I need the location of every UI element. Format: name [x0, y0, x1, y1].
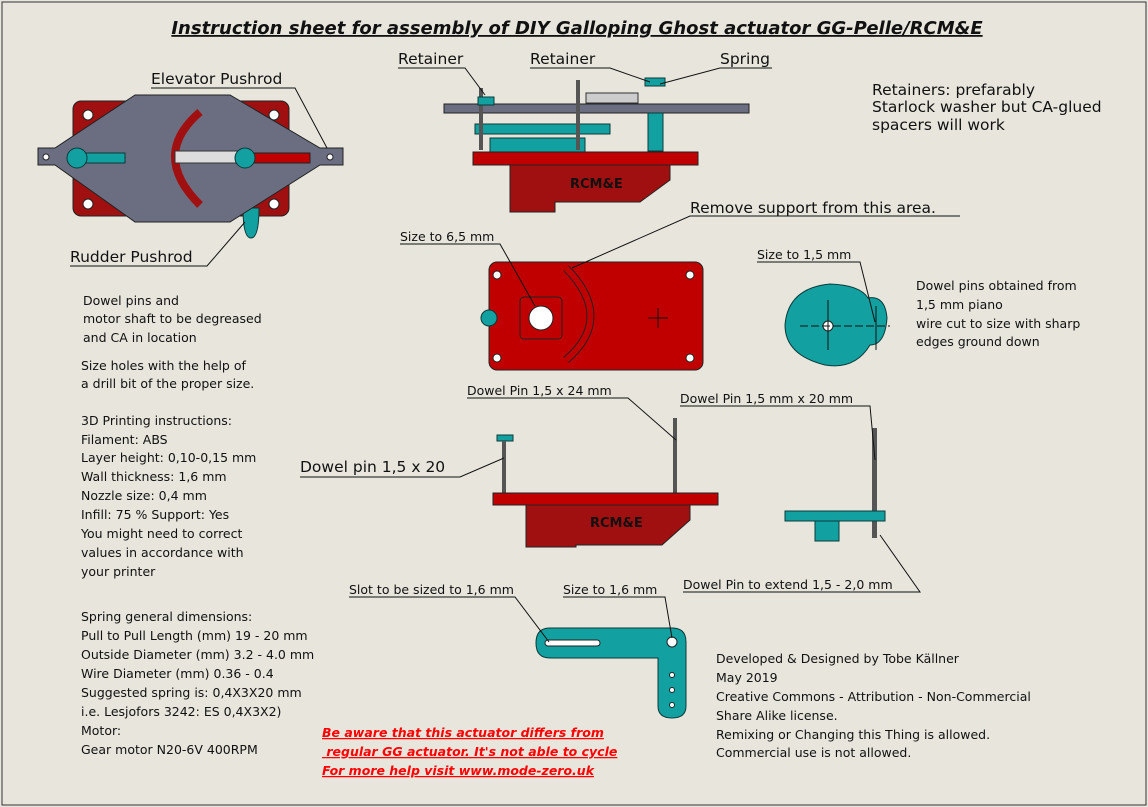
brand-mark-side: RCM&E	[570, 177, 623, 192]
spring-leader	[659, 67, 772, 85]
side-view-assembly: RCM&E	[443, 77, 750, 213]
slot-leader	[349, 596, 550, 643]
credit-line: Creative Commons - Attribution - Non-Com…	[716, 689, 1031, 704]
spring-line: Gear motor N20-6V 400RPM	[81, 742, 258, 757]
warning-line: Be aware that this actuator differs from	[322, 725, 604, 740]
retainers-note-1: Retainers: prefarably	[872, 81, 1035, 99]
dowel-note-3: wire cut to size with sharp	[916, 316, 1080, 331]
remove-support-leader	[571, 215, 960, 269]
size-1-5-label: Size to 1,5 mm	[757, 247, 851, 262]
retainer-leader-1	[398, 67, 486, 96]
spring-line: Motor:	[81, 723, 121, 738]
printing-line: 3D Printing instructions:	[81, 413, 232, 428]
size-1-6-label: Size to 1,6 mm	[563, 582, 657, 597]
printing-line: Infill: 75 % Support: Yes	[81, 507, 229, 522]
note-line: motor shaft to be degreased	[83, 311, 262, 326]
printing-line: Layer height: 0,10-0,15 mm	[81, 450, 256, 465]
dowel-20mm-label: Dowel Pin 1,5 mm x 20 mm	[680, 391, 853, 406]
retainers-note-2: Starlock washer but CA-glued	[872, 98, 1102, 116]
spring-line: Suggested spring is: 0,4X3X20 mm	[81, 685, 302, 700]
degrease-note: Dowel pins and motor shaft to be degreas…	[81, 293, 262, 391]
sheet-title: Instruction sheet for assembly of DIY Ga…	[171, 18, 983, 39]
base-plate	[480, 261, 704, 371]
note-line: Size holes with the help of	[81, 358, 246, 373]
dowel-note-2: 1,5 mm piano	[916, 297, 1003, 312]
note-line: a drill bit of the proper size.	[81, 376, 254, 391]
note-line: and CA in location	[83, 330, 197, 345]
warning-note: Be aware that this actuator differs from…	[322, 725, 617, 778]
credit-line: Share Alike license.	[716, 708, 838, 723]
cam-part	[784, 283, 890, 367]
dowel-note-4: edges ground down	[916, 334, 1040, 349]
spring-dimensions: Spring general dimensions: Pull to Pull …	[81, 609, 314, 757]
elevator-pushrod-label: Elevator Pushrod	[151, 70, 282, 88]
remove-support-label: Remove support from this area.	[690, 199, 936, 217]
credit-line: Developed & Designed by Tobe Källner	[716, 651, 960, 666]
printing-line: your printer	[81, 564, 156, 579]
retainer-label-1: Retainer	[398, 50, 464, 68]
dowel-24-leader	[467, 397, 677, 441]
printing-line: Wall thickness: 1,6 mm	[81, 469, 227, 484]
retainer-leader-2	[530, 67, 651, 83]
size-1-6-leader	[563, 596, 673, 639]
warning-link[interactable]: For more help visit www.mode-zero.uk	[322, 763, 595, 778]
dowel-20-label: Dowel pin 1,5 x 20	[300, 458, 445, 476]
retainer-label-2: Retainer	[530, 50, 596, 68]
size-1-5-leader	[757, 261, 876, 323]
dowel-20mm-leader	[680, 405, 876, 461]
credits: Developed & Designed by Tobe Källner May…	[716, 651, 1031, 760]
printing-line: Nozzle size: 0,4 mm	[81, 488, 207, 503]
size-6-5-label: Size to 6,5 mm	[400, 229, 494, 244]
credit-line: Remixing or Changing this Thing is allow…	[716, 727, 990, 742]
printing-instructions: 3D Printing instructions: Filament: ABS …	[80, 413, 256, 579]
printing-line: Filament: ABS	[81, 432, 168, 447]
spring-label: Spring	[720, 50, 770, 68]
spring-line: Pull to Pull Length (mm) 19 - 20 mm	[81, 628, 308, 643]
dowel-extend-leader	[683, 534, 921, 593]
side-view-base: RCM&E	[492, 418, 719, 548]
dowel-extend-label: Dowel Pin to extend 1,5 - 2,0 mm	[683, 577, 893, 592]
spring-line: Wire Diameter (mm) 0.36 - 0.4	[81, 666, 274, 681]
rudder-pushrod-label: Rudder Pushrod	[70, 248, 193, 266]
credit-line: Commercial use is not allowed.	[716, 745, 911, 760]
bellcrank-part	[535, 627, 687, 719]
side-view-cam	[784, 428, 886, 542]
brand-mark-base: RCM&E	[590, 516, 643, 531]
size-6-5-leader	[400, 243, 536, 307]
retainers-note-3: spacers will work	[872, 116, 1005, 134]
warning-line: regular GG actuator. It's not able to cy…	[322, 744, 617, 759]
printing-line: values in accordance with	[81, 545, 244, 560]
dowel-note-1: Dowel pins obtained from	[916, 278, 1077, 293]
rudder-leader	[70, 221, 246, 267]
top-view-assembly	[37, 94, 344, 239]
dowel-20-leader	[300, 457, 505, 478]
spring-line: i.e. Lesjofors 3242: ES 0,4X3X2)	[81, 704, 281, 719]
dowel-24-label: Dowel Pin 1,5 x 24 mm	[467, 383, 612, 398]
note-line: Dowel pins and	[83, 293, 179, 308]
credit-line: May 2019	[716, 670, 778, 685]
spring-line: Outside Diameter (mm) 3.2 - 4.0 mm	[81, 647, 314, 662]
elevator-leader	[151, 87, 328, 149]
printing-line: You might need to correct	[80, 526, 243, 541]
spring-line: Spring general dimensions:	[81, 609, 252, 624]
slot-size-label: Slot to be sized to 1,6 mm	[349, 582, 514, 597]
